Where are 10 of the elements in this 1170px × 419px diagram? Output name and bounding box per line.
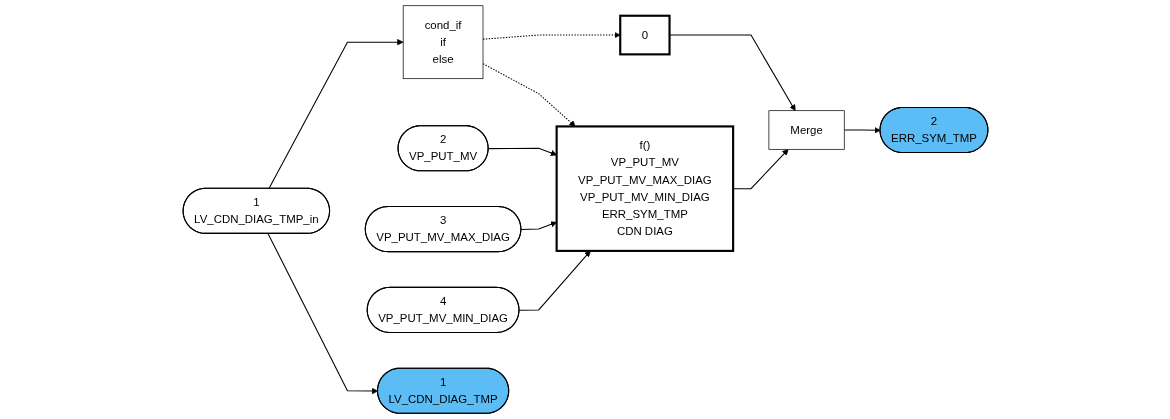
arrow [518,250,591,311]
node-box: cond_if if else [402,5,483,80]
node-box: Merge [768,110,845,150]
arrow [732,149,789,190]
arrow [487,147,557,156]
arrow [520,221,557,230]
node-box: f() VP_PUT_MV VP_PUT_MV_MAX_DIAG VP_PUT_MV_MIN_DIAG ERR_SYM_TMP CDN DIAG [555,125,734,252]
arrow [267,233,378,395]
arrow [267,39,403,190]
node-box: 0 [618,14,671,56]
